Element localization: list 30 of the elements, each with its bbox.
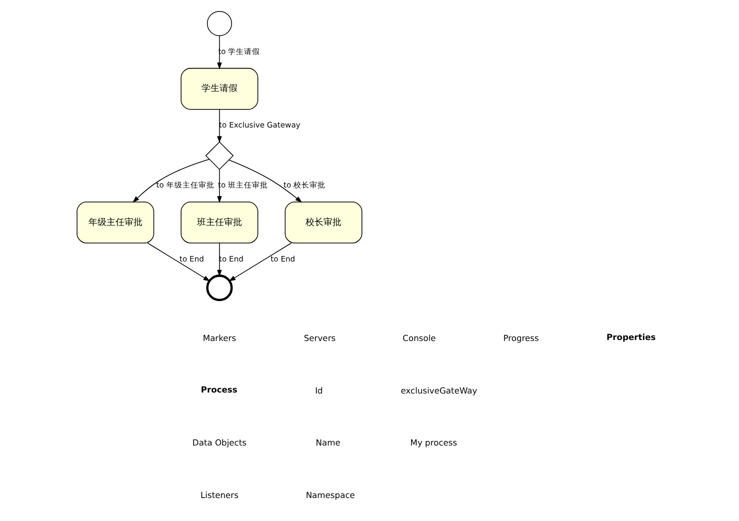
label: Id xyxy=(315,385,323,396)
label: exclusiveGateWay xyxy=(400,385,478,396)
label: Properties xyxy=(606,332,656,342)
arrow xyxy=(147,242,210,282)
node-box: 年级主任审批 xyxy=(76,202,154,244)
arrow xyxy=(217,242,222,277)
node-box: 班主任审批 xyxy=(180,202,258,244)
arrow xyxy=(217,109,222,144)
label: Namespace xyxy=(306,490,355,500)
label: Listeners xyxy=(200,490,238,500)
arrow xyxy=(228,242,292,282)
node-circle xyxy=(206,10,232,36)
edge-label: to End xyxy=(270,254,296,264)
label: Markers xyxy=(202,332,236,343)
edge-label: to 年级主任审批 xyxy=(156,180,214,190)
label: Name xyxy=(316,438,340,448)
label: Console xyxy=(402,332,436,343)
node-diamond xyxy=(205,141,234,170)
label: Progress xyxy=(503,332,539,343)
edge-label: to 校长审批 xyxy=(284,180,326,190)
node-box: 学生请假 xyxy=(180,68,258,110)
label: Servers xyxy=(304,332,336,343)
node-box: 校长审批 xyxy=(284,202,362,244)
arrow xyxy=(228,160,302,203)
arrow xyxy=(132,158,210,203)
label: Data Objects xyxy=(192,438,247,448)
edge-label: to End xyxy=(180,254,204,264)
label: My process xyxy=(410,438,458,448)
label: Process xyxy=(200,384,238,395)
node-circle xyxy=(206,274,233,302)
